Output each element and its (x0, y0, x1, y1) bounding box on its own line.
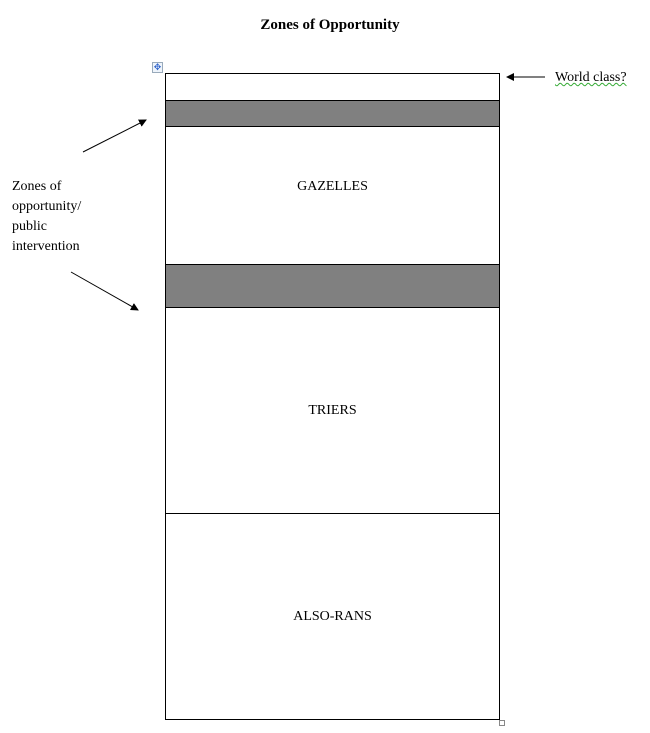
zones-line: Zones of (12, 179, 62, 194)
zones-line: intervention (12, 239, 80, 254)
row-label-gazelles: GAZELLES (297, 179, 368, 194)
zones-line: opportunity/ (12, 199, 82, 214)
arrow-lower-zone (70, 271, 139, 311)
zones-line: public (12, 219, 47, 234)
zones-label: Zones of opportunity/ public interventio… (12, 177, 122, 257)
arrow-upper-zone (82, 119, 147, 153)
row-label-also-rans: ALSO-RANS (293, 608, 372, 624)
table-resize-handle[interactable] (499, 720, 505, 726)
row-also-rans: ALSO-RANS (165, 513, 500, 720)
document-title: Zones of Opportunity (260, 17, 400, 33)
world-class-label: World class? (555, 70, 627, 85)
row-zone-opportunity-lower (165, 264, 500, 308)
table-move-handle-icon[interactable]: ✥ (152, 62, 163, 73)
row-label-triers: TRIERS (308, 402, 357, 418)
